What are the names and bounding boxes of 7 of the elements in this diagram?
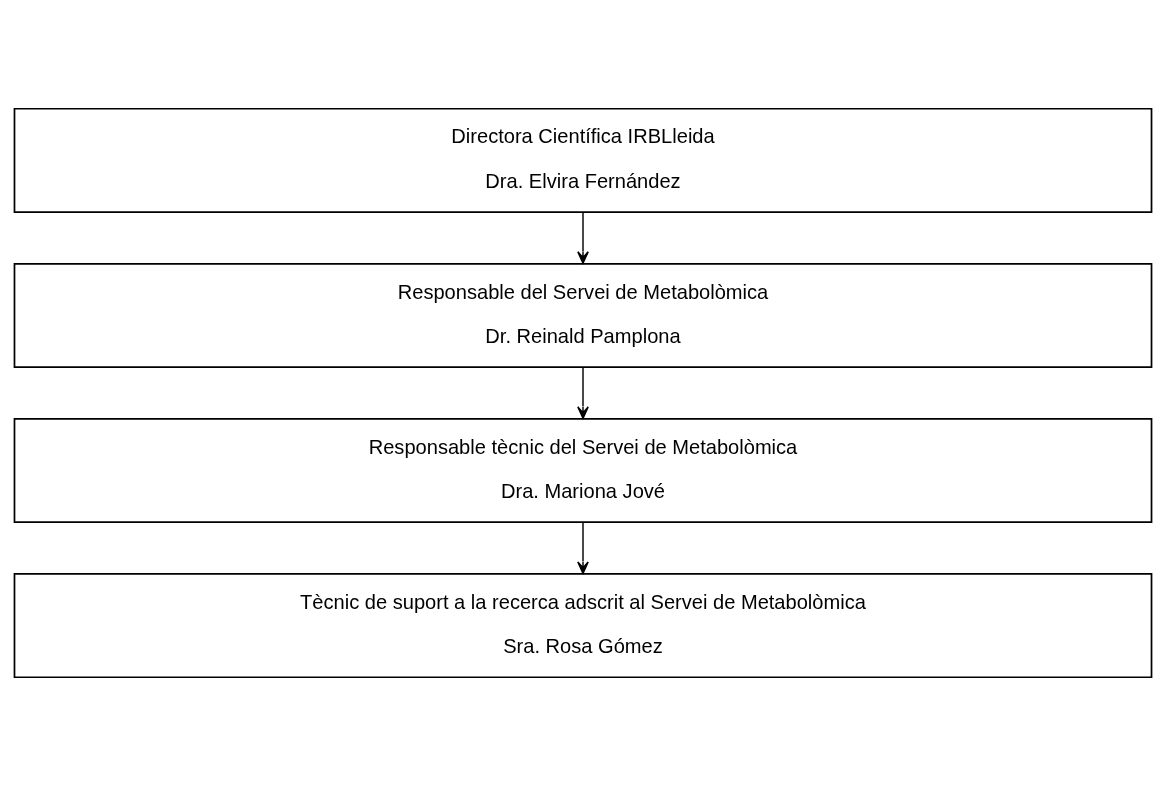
arrow — [577, 365, 589, 419]
node-box: Directora Científica IRBLleida Dra. Elvira Fernández — [13, 107, 1153, 213]
node-box: Responsable tècnic del Servei de Metabolòmica Dra. Mariona Jové — [13, 417, 1153, 523]
node-box: Tècnic de suport a la recerca adscrit al Servei de Metabolòmica Sra. Rosa Gómez — [13, 572, 1153, 678]
arrow — [577, 521, 589, 574]
node-box: Responsable del Servei de Metabolòmica Dr. Reinald Pamplona — [13, 262, 1153, 368]
arrow — [577, 210, 589, 264]
